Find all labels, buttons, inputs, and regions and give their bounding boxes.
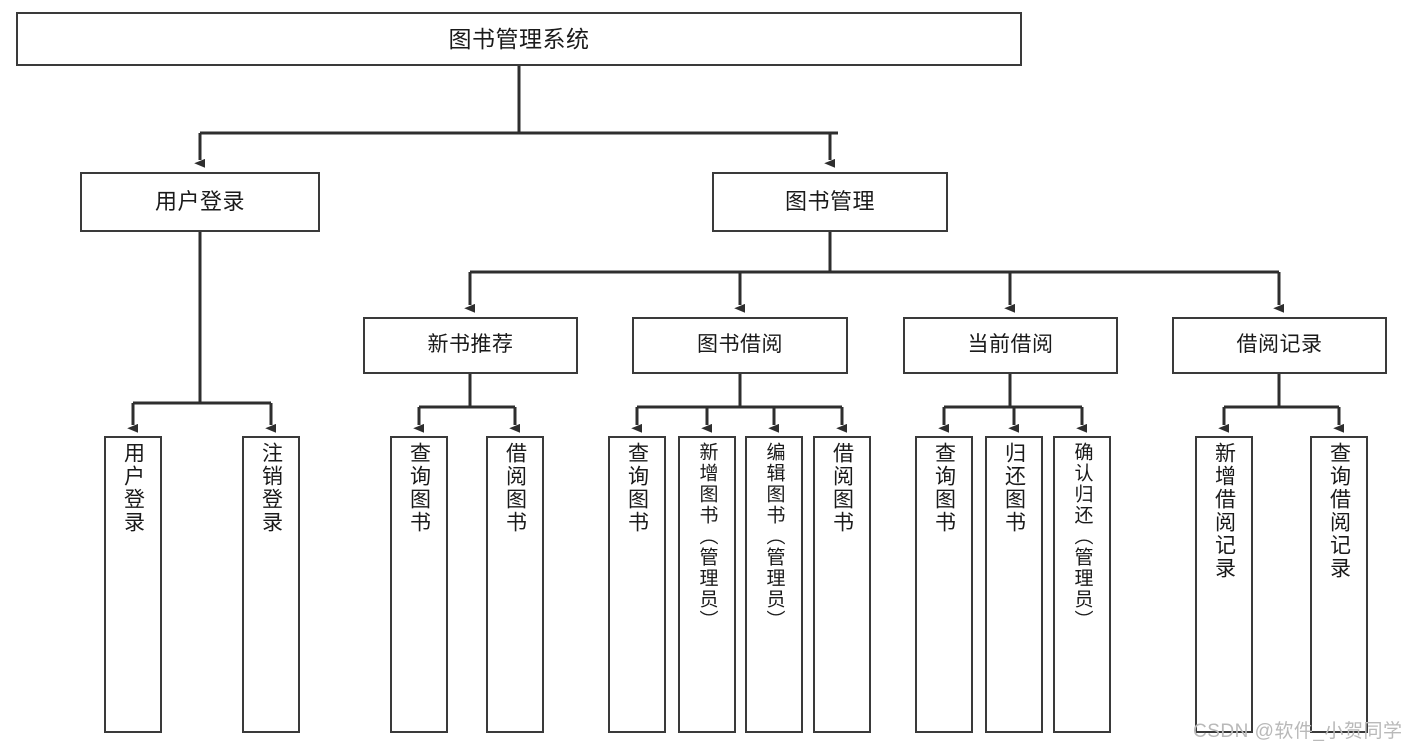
- node-new-book-rec-label: 新书推荐: [427, 333, 514, 357]
- node-user-login[interactable]: 用户登录: [80, 172, 320, 232]
- node-leaf-add-record[interactable]: 新增借阅记录: [1195, 436, 1253, 733]
- node-leaf-return-book-label: 归还图书: [1002, 442, 1026, 534]
- node-current-borrow[interactable]: 当前借阅: [903, 317, 1118, 374]
- watermark: CSDN @软件_小贺同学: [1193, 721, 1403, 742]
- node-root-label: 图书管理系统: [448, 25, 590, 52]
- node-leaf-borrow-book-rec[interactable]: 借阅图书: [486, 436, 544, 733]
- node-leaf-query-book-br-label: 查询图书: [625, 442, 649, 534]
- node-book-manage-label: 图书管理: [784, 189, 875, 215]
- node-leaf-logout-label: 注销登录: [259, 442, 283, 534]
- node-leaf-query-record-label: 查询借阅记录: [1327, 442, 1351, 580]
- node-leaf-user-login-label: 用户登录: [121, 442, 145, 534]
- node-book-manage[interactable]: 图书管理: [712, 172, 948, 232]
- node-leaf-borrow-book-rec-label: 借阅图书: [503, 442, 527, 534]
- node-leaf-edit-book[interactable]: 编辑图书（管理员）: [745, 436, 803, 733]
- node-borrow-record-label: 借阅记录: [1236, 333, 1323, 357]
- node-leaf-query-book-cb-label: 查询图书: [932, 442, 956, 534]
- node-leaf-return-book[interactable]: 归还图书: [985, 436, 1043, 733]
- node-leaf-query-book-br[interactable]: 查询图书: [608, 436, 666, 733]
- node-current-borrow-label: 当前借阅: [967, 333, 1054, 357]
- node-borrow-record[interactable]: 借阅记录: [1172, 317, 1387, 374]
- node-book-borrow-label: 图书借阅: [697, 333, 783, 357]
- node-leaf-user-login[interactable]: 用户登录: [104, 436, 162, 733]
- node-leaf-confirm-return[interactable]: 确认归还（管理员）: [1053, 436, 1111, 733]
- node-leaf-logout[interactable]: 注销登录: [242, 436, 300, 733]
- node-root[interactable]: 图书管理系统: [16, 12, 1022, 66]
- node-leaf-query-book-cb[interactable]: 查询图书: [915, 436, 973, 733]
- node-leaf-confirm-return-label: 确认归还（管理员）: [1071, 442, 1093, 631]
- node-leaf-query-book-rec[interactable]: 查询图书: [390, 436, 448, 733]
- node-leaf-add-record-label: 新增借阅记录: [1212, 442, 1236, 580]
- node-leaf-query-book-rec-label: 查询图书: [407, 442, 431, 534]
- node-user-login-label: 用户登录: [154, 189, 245, 215]
- node-new-book-rec[interactable]: 新书推荐: [363, 317, 578, 374]
- node-leaf-add-book[interactable]: 新增图书（管理员）: [678, 436, 736, 733]
- node-book-borrow[interactable]: 图书借阅: [632, 317, 848, 374]
- node-leaf-borrow-book-br-label: 借阅图书: [830, 442, 854, 534]
- node-leaf-borrow-book-br[interactable]: 借阅图书: [813, 436, 871, 733]
- node-leaf-edit-book-label: 编辑图书（管理员）: [763, 442, 785, 631]
- node-leaf-query-record[interactable]: 查询借阅记录: [1310, 436, 1368, 733]
- node-leaf-add-book-label: 新增图书（管理员）: [696, 442, 718, 631]
